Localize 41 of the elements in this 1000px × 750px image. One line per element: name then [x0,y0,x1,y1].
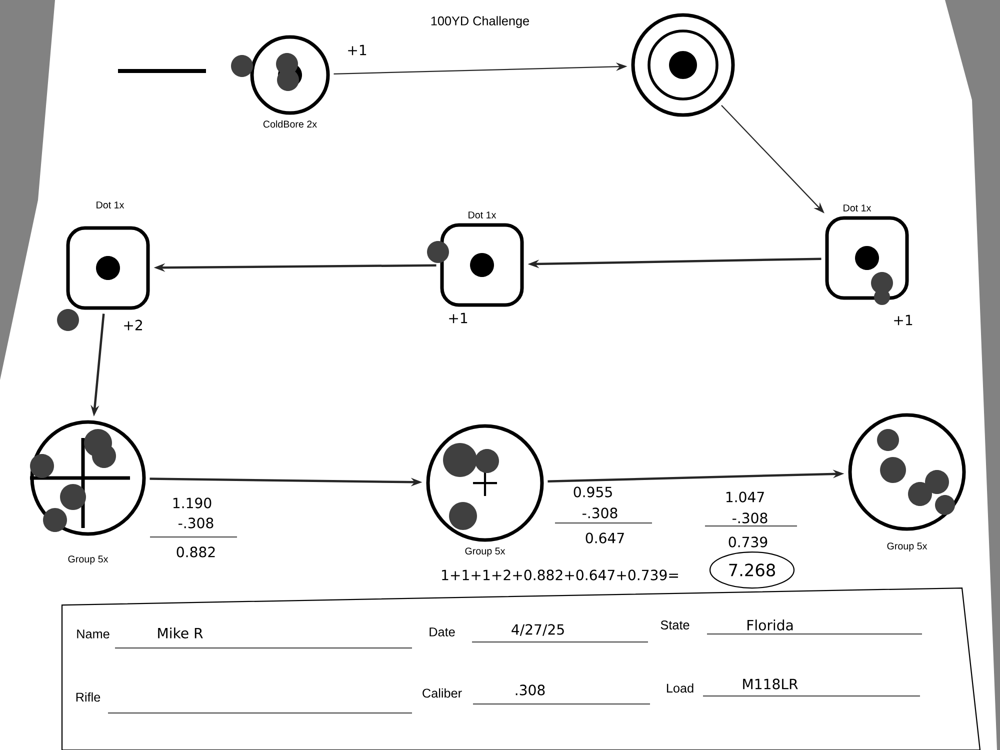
handwritten-text: 0.882 [176,546,215,558]
score-mark: +1 [894,314,912,326]
target [631,13,735,117]
handwritten-text: 1+1+1+2+0.882+0.647+0.739= [442,570,678,580]
target-label: Dot 1x [468,212,496,218]
handwritten-text: 0.739 [728,536,768,548]
score-mark: +1 [449,312,468,324]
target [30,420,146,536]
handwritten-text: Florida [748,620,793,630]
title: 100YD Challenge [431,16,529,28]
field-label: Caliber [422,688,462,698]
handwritten-text: 1.047 [726,492,764,502]
target [848,413,966,531]
field-label: Date [430,628,455,636]
field-label: Load [666,683,694,693]
target [66,226,150,310]
handwritten-text: -.308 [582,508,618,518]
score-mark: +2 [124,320,142,330]
field-label: Rifle [76,692,100,702]
field-label: Name [77,630,110,638]
handwritten-text: M118LR [743,678,798,690]
target-label: Dot 1x [96,202,124,208]
target-label: Dot 1x [844,204,872,212]
handwritten-text: 0.647 [586,532,624,544]
score-mark: +1 [348,44,366,56]
target-label: ColdBore 2x [263,120,317,128]
handwritten-text: -.308 [732,512,768,524]
target-label: Group 5x [68,556,108,564]
target [825,216,909,300]
handwritten-text: -.308 [178,518,214,528]
circled-total: 7.268 [709,551,795,589]
handwritten-text: 1.190 [173,498,212,508]
field-label: State [660,620,690,630]
target-label: Group 5x [465,548,506,556]
handwritten-text: 4/27/25 [512,624,564,636]
target [440,223,524,307]
handwritten-text: .308 [516,684,545,696]
target-label: Group 5x [887,542,928,552]
handwritten-text: Mike R [158,628,203,638]
handwritten-text: 0.955 [574,486,612,498]
target [426,424,544,542]
